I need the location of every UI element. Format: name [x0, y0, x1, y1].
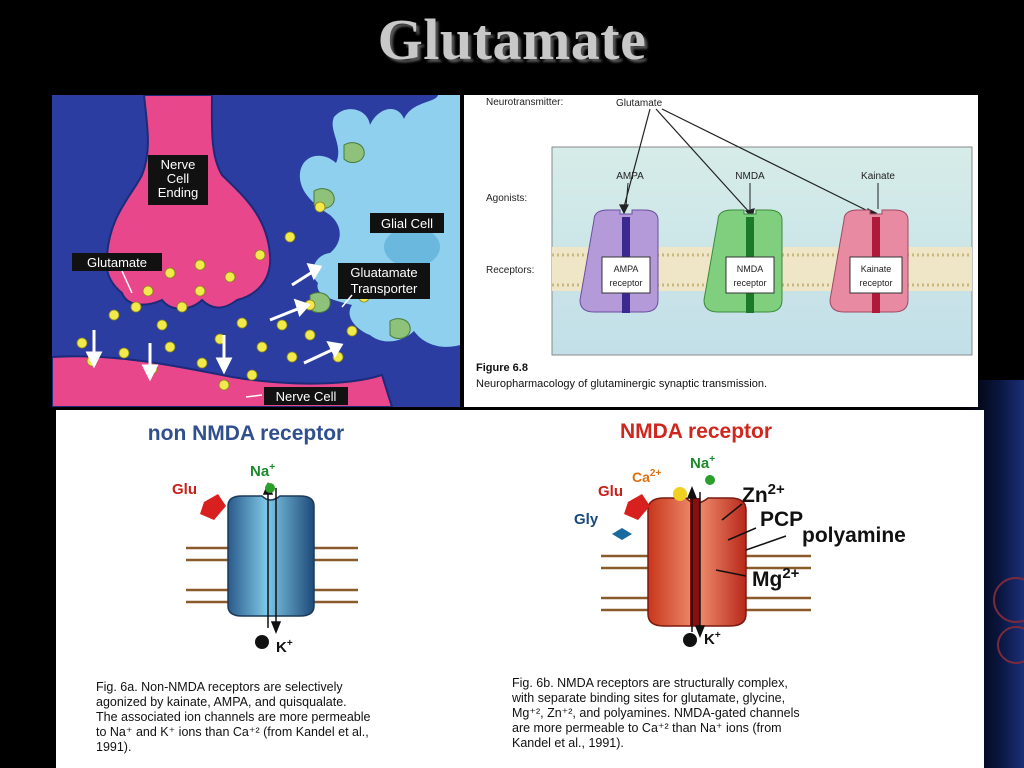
non-nmda-channel: [227, 495, 315, 617]
svg-text:receptor: receptor: [733, 278, 766, 288]
label-leader-lines: [121, 270, 353, 398]
nmda-gly-ligand: [612, 528, 632, 540]
svg-text:Glutamate: Glutamate: [87, 255, 147, 270]
svg-text:AMPA: AMPA: [614, 264, 639, 274]
svg-text:Nerve Cell: Nerve Cell: [276, 389, 337, 404]
synapse-diagram: Nerve Cell Ending Glial Cell Glutamate G…: [52, 95, 460, 407]
row-label-neurotransmitter: Neurotransmitter:: [486, 97, 563, 108]
figure-label: Figure 6.8: [476, 362, 528, 374]
release-arrows: [85, 263, 344, 382]
nmda-polyamine-label: polyamine: [802, 524, 906, 547]
nmda-mg-label: Mg2+: [752, 565, 800, 591]
svg-text:Gluatamate: Gluatamate: [350, 265, 417, 280]
nmda-pcp-label: PCP: [760, 508, 803, 531]
non-nmda-heading: non NMDA receptor: [148, 422, 344, 445]
non-nmda-glu-label: Glu: [172, 481, 197, 498]
nmda-k-ion: [683, 633, 697, 647]
receptor-kainate: Kainate receptor: [829, 209, 909, 313]
nmda-caption: Fig. 6b. NMDA receptors are structurally…: [512, 676, 800, 750]
svg-text:receptor: receptor: [609, 278, 642, 288]
svg-text:Nerve: Nerve: [161, 157, 196, 172]
row-label-receptors: Receptors:: [486, 265, 534, 276]
receptor-types-panel: Neurotransmitter: Agonists: Receptors: G…: [464, 95, 978, 407]
nmda-zn-label: Zn2+: [742, 481, 785, 507]
figure-caption: Neuropharmacology of glutaminergic synap…: [476, 378, 767, 390]
svg-text:Transporter: Transporter: [351, 281, 418, 296]
nmda-comparison-diagram: non NMDA receptor Glu Na+ K+ NMDA recept…: [148, 420, 906, 656]
slide-title: Glutamate: [377, 7, 647, 72]
svg-text:Glial Cell: Glial Cell: [381, 216, 433, 231]
nmda-ca-label: Ca2+: [632, 468, 661, 485]
non-nmda-glu-ligand: [200, 494, 226, 520]
nmda-comparison-panel: non NMDA receptor Glu Na+ K+ NMDA recept…: [56, 410, 984, 768]
receptor-types-diagram: Neurotransmitter: Agonists: Receptors: G…: [476, 97, 973, 390]
non-nmda-k-label: K+: [276, 638, 293, 656]
svg-text:receptor: receptor: [859, 278, 892, 288]
non-nmda-k-ion: [255, 635, 269, 649]
label-glutamate: Glutamate: [72, 253, 162, 271]
nmda-k-label: K+: [704, 630, 721, 648]
nmda-na-label: Na+: [690, 454, 715, 472]
svg-text:Cell: Cell: [167, 171, 190, 186]
row-label-agonists: Agonists:: [486, 193, 527, 204]
nmda-ca-ion: [673, 487, 687, 501]
agonist-kainate: Kainate: [861, 171, 895, 182]
glial-nucleus-shape: [384, 227, 440, 267]
label-transporter: Gluatamate Transporter: [338, 263, 430, 299]
agonist-nmda: NMDA: [735, 171, 765, 182]
nmda-glu-ligand: [624, 494, 650, 520]
nmda-glu-label: Glu: [598, 483, 623, 500]
svg-text:NMDA: NMDA: [737, 264, 764, 274]
nmda-na-ion: [705, 475, 715, 485]
non-nmda-caption: Fig. 6a. Non-NMDA receptors are selectiv…: [96, 680, 371, 754]
nmda-site-pointers: [715, 503, 787, 577]
non-nmda-na-label: Na+: [250, 462, 275, 480]
nmda-gly-label: Gly: [574, 511, 599, 528]
agonist-ampa: AMPA: [616, 171, 644, 182]
glutamate-label: Glutamate: [616, 98, 663, 109]
receptor-nmda: NMDA receptor: [703, 209, 783, 313]
synapse-diagram-panel: Nerve Cell Ending Glial Cell Glutamate G…: [52, 95, 460, 407]
receptor-ampa: AMPA receptor: [579, 209, 659, 313]
label-nerve-cell-ending: Nerve Cell Ending: [148, 155, 208, 205]
nmda-flow-arrows: [686, 485, 706, 639]
label-nerve-cell: Nerve Cell: [264, 387, 348, 405]
svg-text:Ending: Ending: [158, 185, 198, 200]
non-nmda-na-ion: [265, 483, 275, 493]
background-swirl-ornament: [993, 577, 1024, 664]
label-glial-cell: Glial Cell: [370, 213, 444, 233]
svg-text:Kainate: Kainate: [861, 264, 892, 274]
agonist-lines: [625, 182, 879, 209]
nmda-pore: [690, 498, 700, 626]
nmda-heading: NMDA receptor: [620, 420, 772, 443]
